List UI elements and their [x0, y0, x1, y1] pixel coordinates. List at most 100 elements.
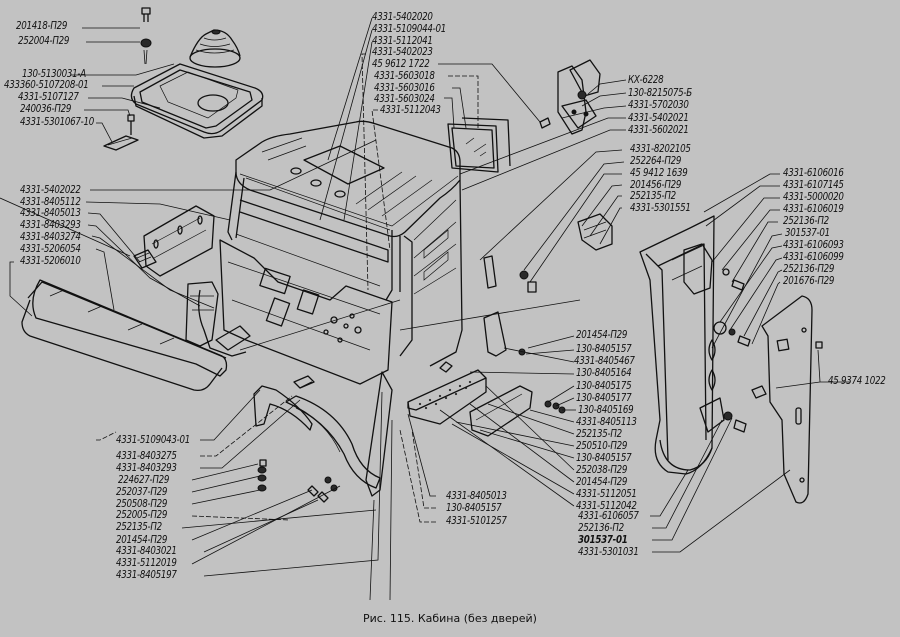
- roof-hatch-opening: [303, 145, 385, 185]
- part-label: 240036-П29: [20, 103, 72, 115]
- front-panel: [219, 239, 393, 385]
- part-label: 4331-8405113: [576, 416, 637, 428]
- part-label: 4331-5101257: [446, 515, 507, 527]
- part-label: 4331-5702030: [628, 99, 689, 111]
- step-plate: [133, 249, 157, 269]
- bolt-icon: [539, 117, 551, 129]
- part-label: 4331-5107127: [18, 91, 79, 103]
- part-label: 4331-5109044-01: [372, 23, 447, 35]
- part-label: 4331-8405112: [20, 196, 81, 208]
- part-label: 4331-8405013: [20, 207, 81, 219]
- part-label: 4331-6106099: [783, 251, 844, 263]
- part-label: 201454-П29: [576, 476, 628, 488]
- part-label: 4331-5206054: [20, 243, 81, 255]
- wheel-arch-left: [185, 281, 219, 347]
- part-label: 4331-5112041: [372, 35, 433, 47]
- cabin-roof: [235, 120, 461, 238]
- part-label: 4331-5112051: [576, 488, 637, 500]
- part-label: 4331-5112043: [380, 104, 441, 116]
- part-label: 252038-П29: [576, 464, 628, 476]
- front-trim-panel: [133, 205, 215, 277]
- part-label: 4331-5301067-10: [20, 116, 95, 128]
- lock-housing: [683, 243, 713, 295]
- part-label: 252135-П2: [116, 521, 162, 533]
- part-label: 301537-01: [578, 534, 628, 546]
- part-label: 130-8405177: [576, 392, 632, 404]
- part-label: 4331-8403275: [116, 450, 177, 462]
- part-label: 201676-П29: [783, 275, 835, 287]
- part-label: 4331-5402022: [20, 184, 81, 196]
- part-label: 252037-П29: [116, 486, 168, 498]
- part-label: 4331-5602021: [628, 124, 689, 136]
- rear-pillar: [365, 371, 393, 497]
- part-label: 252136-П29: [783, 263, 835, 275]
- striker-loop: [708, 339, 716, 391]
- part-label: 201418-П29: [16, 20, 68, 32]
- step-bracket: [469, 385, 533, 437]
- part-label: 4331-5112042: [576, 500, 637, 512]
- part-label: 4331-5000020: [783, 191, 844, 203]
- part-label: 201456-П29: [630, 179, 682, 191]
- part-label: 4331-6107145: [783, 179, 844, 191]
- lower-hinge: [699, 397, 725, 433]
- part-label: 433360-5107208-01: [4, 79, 89, 91]
- part-label: 4331-5109043-01: [116, 434, 191, 446]
- part-label: 4331-5402023: [372, 46, 433, 58]
- part-label: 201454-П29: [576, 329, 628, 341]
- leader-lines: [0, 17, 850, 601]
- step-assembly: [407, 311, 566, 437]
- part-label: КХ-6228: [628, 74, 664, 86]
- figure-caption: Рис. 115. Кабина (без дверей): [363, 612, 537, 625]
- part-label: 252136-П2: [783, 215, 829, 227]
- part-label: 4331-6106019: [783, 203, 844, 215]
- part-label: 130-8405175: [576, 380, 632, 392]
- part-label: 301537-01: [785, 227, 830, 239]
- part-label: 4331-8403021: [116, 545, 177, 557]
- hatch-frame: [130, 63, 264, 135]
- part-label: 4331-5603024: [374, 93, 435, 105]
- cabin-body: [185, 120, 463, 497]
- part-label: 130-8405157: [446, 502, 502, 514]
- washer-icon: [140, 38, 152, 48]
- part-label: 45 9612 1722: [372, 58, 430, 70]
- part-label: 250510-П29: [576, 440, 628, 452]
- part-label: 4331-6106016: [783, 167, 844, 179]
- part-label: 201454-П29: [116, 534, 168, 546]
- part-label: 45 9412 1639: [630, 167, 688, 179]
- screw-icon: [127, 114, 135, 135]
- mudguard-assembly: [253, 375, 381, 503]
- part-label: 4331-8405013: [446, 490, 507, 502]
- part-label: 4331-6106093: [783, 239, 844, 251]
- part-label: 4331-5301031: [578, 546, 639, 558]
- mirror-bracket: [557, 59, 601, 135]
- part-label: 4331-5603016: [374, 82, 435, 94]
- bolt-icon: [141, 7, 151, 22]
- part-label: 4331-8403274: [20, 231, 81, 243]
- windshield-glass: [21, 279, 228, 392]
- part-label: 130-5130031-А: [22, 68, 86, 80]
- part-label: 252136-П2: [578, 522, 624, 534]
- instrument-lens: [447, 117, 511, 173]
- part-label: 130-8405164: [576, 367, 632, 379]
- part-label: 4331-5402021: [628, 112, 689, 124]
- bracket-assembly: [483, 213, 613, 293]
- part-label: 4331-8403293: [116, 462, 177, 474]
- part-label: 130-8405157: [576, 343, 632, 355]
- part-label: 250508-П29: [116, 498, 168, 510]
- part-label: 4331-8403293: [20, 219, 81, 231]
- part-label: 4331-8202105: [630, 143, 691, 155]
- part-label: 4331-5603018: [374, 70, 435, 82]
- part-label: 4331-6106057: [578, 510, 639, 522]
- part-label: 4331-5206010: [20, 255, 81, 267]
- seal-strip: [103, 135, 139, 151]
- part-label: 4331-5112019: [116, 557, 177, 569]
- part-label: 130-8215075-Б: [628, 87, 692, 99]
- part-label: 252135-П2: [630, 190, 676, 202]
- part-label: 224627-П29: [118, 474, 170, 486]
- part-label: 252004-П29: [18, 35, 70, 47]
- part-label: 130-8405157: [576, 452, 632, 464]
- part-label: 252264-П29: [630, 155, 682, 167]
- part-label: 4331-5301551: [630, 202, 691, 214]
- part-label: 4331-5402020: [372, 11, 433, 23]
- part-label: 4331-8405197: [116, 569, 177, 581]
